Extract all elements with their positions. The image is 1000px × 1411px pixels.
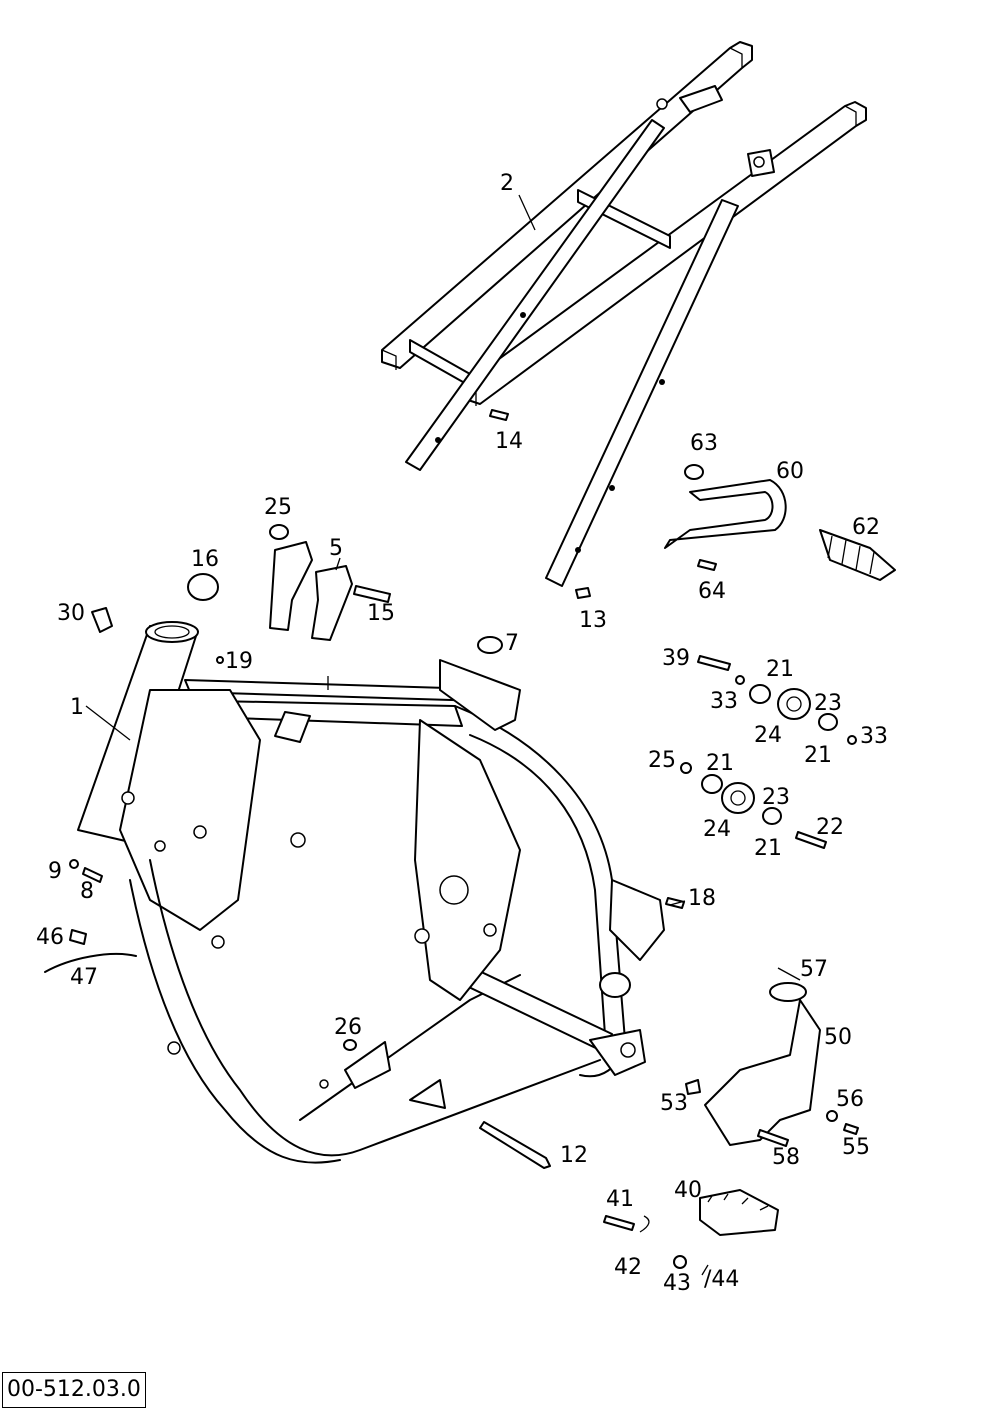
callout-9: 9 [48,859,62,884]
callout-62: 62 [852,515,880,540]
callout-14: 14 [495,429,523,454]
small-parts [44,409,896,1269]
callout-21c: 21 [706,751,734,776]
callout-33a: 33 [710,689,738,714]
callout-56: 56 [836,1087,864,1112]
callout-23b: 23 [762,785,790,810]
callout-24a: 24 [754,723,782,748]
subframe [381,41,867,587]
callout-24b: 24 [703,817,731,842]
callout-19: 19 [225,649,253,674]
callout-40: 40 [674,1178,702,1203]
callout-50: 50 [824,1025,852,1050]
callout-30: 30 [57,601,85,626]
callout-25b: 25 [648,748,676,773]
callout-46: 46 [36,925,64,950]
leader-lines [85,194,709,1276]
callout-41: 41 [606,1187,634,1212]
callout-26: 26 [334,1015,362,1040]
callout-53: 53 [660,1091,688,1116]
callout-2: 2 [500,171,514,196]
callout-7: 7 [505,631,519,656]
callout-63: 63 [690,431,718,456]
callout-8: 8 [80,879,94,904]
callout-60: 60 [776,459,804,484]
callout-55: 55 [842,1135,870,1160]
callout-47: 47 [70,965,98,990]
callout-57: 57 [800,957,828,982]
callout-42: 42 [614,1255,642,1280]
callout-64: 64 [698,579,726,604]
callout-43: 43 [663,1271,691,1296]
callout-21b: 21 [804,743,832,768]
callout-12: 12 [560,1143,588,1168]
callout-5: 5 [329,536,343,561]
callout-23a: 23 [814,691,842,716]
callout-33b: 33 [860,724,888,749]
callout-25a: 25 [264,495,292,520]
callout-labels: 2 14 63 60 62 64 25 5 16 15 13 30 7 19 1… [36,171,888,1296]
callout-39: 39 [662,646,690,671]
callout-22: 22 [816,815,844,840]
callout-44: /44 [704,1267,739,1292]
callout-1: 1 [70,695,84,720]
callout-13: 13 [579,608,607,633]
callout-21a: 21 [766,657,794,682]
main-frame [77,621,665,1164]
callout-15: 15 [367,601,395,626]
callout-16: 16 [191,547,219,572]
callout-18: 18 [688,886,716,911]
drawing-code: 00-512.03.0 [2,1372,146,1408]
callout-58: 58 [772,1145,800,1170]
callout-21d: 21 [754,836,782,861]
